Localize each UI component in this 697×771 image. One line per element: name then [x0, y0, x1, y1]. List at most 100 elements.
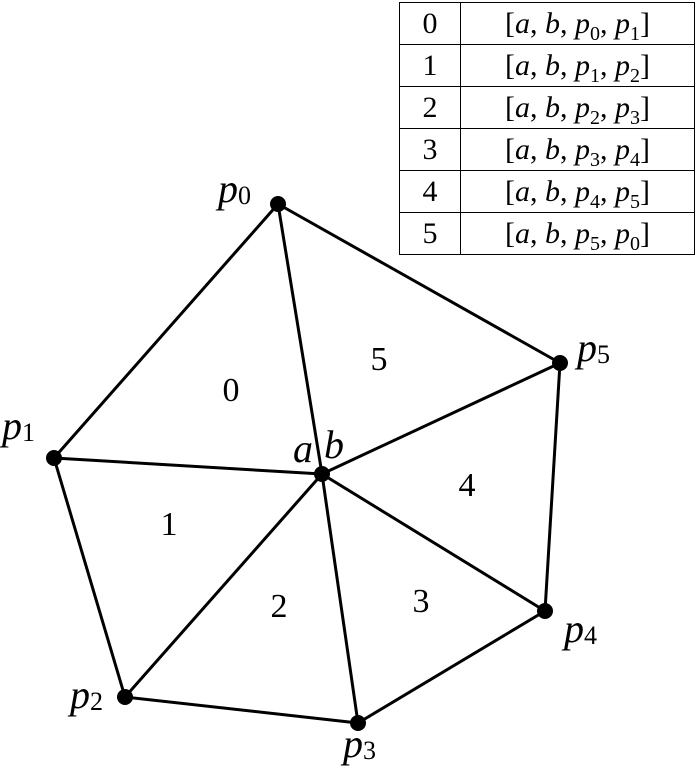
vertex-tuple: [a, b, p1, p2] — [460, 44, 695, 87]
tuple-b: b — [545, 91, 560, 124]
row-index: 4 — [399, 170, 461, 213]
tuple-second-point: p — [615, 175, 630, 208]
row-index: 0 — [399, 2, 461, 45]
tuple-open-bracket: [ — [505, 7, 515, 40]
edge-center-p2 — [123, 472, 324, 699]
vertex-tuple: [a, b, p4, p5] — [460, 170, 695, 213]
vertex-p2 — [117, 689, 133, 705]
tuple-a: a — [515, 133, 530, 166]
tuple-open-bracket: [ — [505, 133, 515, 166]
tuple-b: b — [545, 7, 560, 40]
tuple-second-point: p — [615, 91, 630, 124]
tuple-b: b — [545, 49, 560, 82]
tuple-second-point-index: 5 — [630, 191, 640, 213]
vertex-p0 — [270, 196, 286, 212]
point-label-p2: p2 — [67, 672, 103, 717]
table-body: 0[a, b, p0, p1]1[a, b, p1, p2]2[a, b, p2… — [399, 2, 695, 255]
tuple-first-point-index: 1 — [590, 65, 600, 87]
edge-p4-p3 — [356, 609, 547, 725]
vertex-center — [314, 466, 330, 482]
tuple-a: a — [515, 91, 530, 124]
tuple-first-point: p — [575, 175, 590, 208]
tuple-first-point: p — [575, 133, 590, 166]
edge-center-p3 — [320, 472, 360, 725]
edge-p3-p2 — [123, 695, 360, 725]
edge-center-p0 — [276, 202, 324, 476]
triangle-vertex-table: 0[a, b, p0, p1]1[a, b, p1, p2]2[a, b, p2… — [399, 2, 695, 255]
triangle-label-1: 1 — [161, 506, 178, 543]
edge-p0-p5 — [276, 202, 562, 365]
tuple-second-point-index: 3 — [630, 107, 640, 129]
tuple-first-point-index: 0 — [590, 23, 600, 45]
triangle-label-4: 4 — [459, 467, 476, 504]
vertex-p3 — [350, 715, 366, 731]
row-index: 2 — [399, 86, 461, 129]
edge-center-p4 — [320, 472, 547, 613]
tuple-first-point-index: 4 — [590, 191, 600, 213]
edge-p2-p1 — [52, 456, 127, 699]
tuple-close-bracket: ] — [640, 175, 650, 208]
triangle-label-5: 5 — [371, 341, 388, 378]
tuple-first-point: p — [575, 217, 590, 250]
center-label-a: a — [293, 426, 313, 471]
tuple-second-point: p — [615, 7, 630, 40]
edge-p1-p0 — [52, 202, 280, 460]
center-label-b: b — [324, 422, 344, 467]
triangle-label-0: 0 — [223, 372, 240, 409]
vertex-tuple: [a, b, p2, p3] — [460, 86, 695, 129]
tuple-second-point-index: 4 — [630, 149, 640, 171]
row-index: 5 — [399, 212, 461, 255]
row-index: 1 — [399, 44, 461, 87]
table-row: 3[a, b, p3, p4] — [399, 128, 695, 171]
vertex-p4 — [537, 603, 553, 619]
tuple-a: a — [515, 175, 530, 208]
tuple-close-bracket: ] — [640, 217, 650, 250]
tuple-second-point-index: 0 — [630, 233, 640, 255]
table-row: 2[a, b, p2, p3] — [399, 86, 695, 129]
tuple-open-bracket: [ — [505, 49, 515, 82]
edge-center-p5 — [320, 361, 562, 476]
tuple-b: b — [545, 175, 560, 208]
point-label-p0: p0 — [215, 166, 251, 211]
tuple-a: a — [515, 7, 530, 40]
vertex-tuple: [a, b, p5, p0] — [460, 212, 695, 255]
tuple-close-bracket: ] — [640, 91, 650, 124]
row-index: 3 — [399, 128, 461, 171]
tuple-first-point-index: 3 — [590, 149, 600, 171]
vertex-tuple: [a, b, p3, p4] — [460, 128, 695, 171]
vertex-p1 — [46, 450, 62, 466]
tuple-open-bracket: [ — [505, 217, 515, 250]
tuple-a: a — [515, 217, 530, 250]
tuple-close-bracket: ] — [640, 49, 650, 82]
tuple-a: a — [515, 49, 530, 82]
tuple-second-point-index: 2 — [630, 65, 640, 87]
triangle-label-3: 3 — [413, 583, 430, 620]
edge-p5-p4 — [543, 361, 562, 613]
edge-center-p1 — [52, 456, 324, 476]
table-row: 0[a, b, p0, p1] — [399, 2, 695, 45]
tuple-first-point-index: 5 — [590, 233, 600, 255]
table-row: 4[a, b, p4, p5] — [399, 170, 695, 213]
table-row: 5[a, b, p5, p0] — [399, 212, 695, 255]
tuple-second-point: p — [615, 217, 630, 250]
point-label-p5: p5 — [574, 325, 610, 370]
tuple-first-point-index: 2 — [590, 107, 600, 129]
tuple-first-point: p — [575, 91, 590, 124]
tuple-second-point: p — [615, 133, 630, 166]
tuple-open-bracket: [ — [505, 91, 515, 124]
tuple-second-point-index: 1 — [630, 23, 640, 45]
point-label-p1: p1 — [0, 403, 35, 448]
point-label-p3: p3 — [340, 721, 376, 766]
vertex-p5 — [552, 355, 568, 371]
table-row: 1[a, b, p1, p2] — [399, 44, 695, 87]
tuple-close-bracket: ] — [640, 7, 650, 40]
tuple-close-bracket: ] — [640, 133, 650, 166]
triangle-label-2: 2 — [271, 588, 288, 625]
tuple-first-point: p — [575, 49, 590, 82]
tuple-first-point: p — [575, 7, 590, 40]
point-label-p4: p4 — [561, 606, 597, 651]
vertex-tuple: [a, b, p0, p1] — [460, 2, 695, 45]
tuple-second-point: p — [615, 49, 630, 82]
tuple-b: b — [545, 133, 560, 166]
